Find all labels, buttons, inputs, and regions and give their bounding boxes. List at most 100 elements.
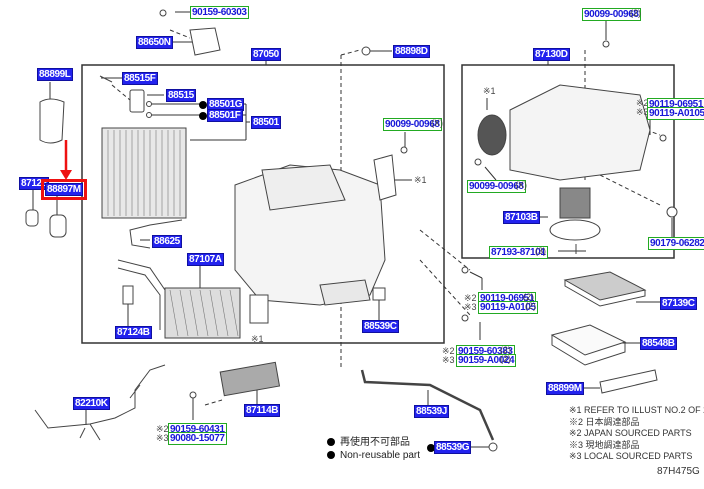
hardware-label-90159-A0024[interactable]: 90159-A0024	[456, 354, 517, 367]
part-illustrations	[25, 9, 678, 452]
non-reusable-marker	[199, 112, 207, 120]
callout-mark3: ※3	[156, 433, 169, 443]
clamp-87124B-drawing	[122, 285, 134, 305]
clip-88898D-drawing	[361, 46, 371, 56]
non-reusable-marker	[199, 101, 207, 109]
part-label-88899L[interactable]: 88899L	[37, 68, 73, 81]
legend-non-reusable-jp: 再使用不可部品	[327, 437, 410, 449]
cover-88899M-drawing	[599, 369, 658, 394]
hardware-label-90080-15077[interactable]: 90080-15077	[168, 432, 227, 445]
part-label-87103B[interactable]: 87103B	[503, 211, 540, 224]
blower-damper-drawing	[477, 114, 507, 156]
part-label-88650N[interactable]: 88650N	[136, 36, 173, 49]
callout-mark2: ※2	[156, 424, 169, 434]
part-label-88501[interactable]: 88501	[251, 116, 281, 129]
quantity-text: (2)	[523, 292, 534, 302]
part-label-87124B[interactable]: 87124B	[115, 326, 152, 339]
part-label-82210K[interactable]: 82210K	[73, 397, 110, 410]
cover-88899L-drawing	[39, 98, 65, 144]
heater-unit-group-frame	[81, 64, 445, 344]
hardware-label-87193-87101[interactable]: 87193-87101	[489, 246, 548, 259]
air-filter-87139C-drawing	[563, 271, 647, 301]
drain-hose-88539J-drawing	[360, 369, 495, 441]
hardware-label-90099-00968-blower[interactable]: 90099-00968	[467, 180, 526, 193]
o-ring-88501F-drawing	[146, 112, 152, 118]
part-label-88539J[interactable]: 88539J	[414, 405, 449, 418]
blower-motor-87103B-drawing	[549, 219, 601, 241]
screw-icon	[189, 391, 197, 399]
screw-icon	[659, 134, 667, 142]
part-label-87107A[interactable]: 87107A	[187, 253, 224, 266]
heater-core-87107A-drawing	[164, 287, 241, 339]
quantity-text: (2)	[500, 354, 511, 364]
bracket-88650N-drawing	[189, 27, 221, 56]
part-label-87139C[interactable]: 87139C	[660, 297, 697, 310]
callout-mark3: ※3	[636, 107, 649, 117]
footnote: ※2 日本調達部品	[569, 416, 640, 427]
part-label-88515F[interactable]: 88515F	[122, 72, 158, 85]
illustration-reference-code: 87H475G	[657, 466, 700, 477]
highlight-arrow	[60, 140, 72, 180]
filter-case-88548B-drawing	[550, 324, 627, 356]
callout-mark3: ※3	[442, 355, 455, 365]
footnote: ※2 JAPAN SOURCED PARTS	[569, 428, 692, 438]
blower-fan-drawing	[559, 187, 591, 219]
callout-mark2: ※2	[636, 98, 649, 108]
part-label-88539G[interactable]: 88539G	[434, 441, 472, 454]
legend-text-en: Non-reusable part	[340, 450, 421, 461]
expansion-valve-88515-drawing	[129, 89, 145, 113]
part-label-88897M-highlighted[interactable]: 88897M	[41, 179, 87, 200]
drain-clip-88539G-drawing	[488, 442, 498, 452]
callout-ref1-damper: ※1	[483, 86, 496, 96]
hardware-label-90119-A0105-top[interactable]: 90119-A0105	[647, 107, 704, 120]
duct-87114B-drawing	[219, 361, 281, 397]
callout-ref1-servo: ※1	[414, 175, 427, 185]
o-ring-88501G-drawing	[146, 101, 152, 107]
part-label-87130D[interactable]: 87130D	[533, 48, 570, 61]
nut-icon	[666, 206, 678, 218]
thermistor-88625-drawing	[129, 219, 183, 249]
callout-mark2: ※2	[464, 293, 477, 303]
screw-icon	[602, 40, 610, 48]
grommet-87128-drawing	[25, 209, 39, 227]
part-label-88625[interactable]: 88625	[152, 235, 182, 248]
quantity-text: (X)	[431, 118, 443, 128]
part-label-88515[interactable]: 88515	[166, 89, 196, 102]
quantity-text: (2)	[500, 345, 511, 355]
non-reusable-marker	[427, 444, 435, 452]
screw-icon	[400, 146, 408, 154]
footnotes: ※1 REFER TO ILLUST NO.2 OF 2 ※2 日本調達部品 ※…	[569, 405, 704, 463]
quantity-text: (2)	[525, 301, 536, 311]
hardware-label-90179-06282[interactable]: 90179-06282	[648, 237, 704, 250]
callout-ref1-actuator: ※1	[251, 334, 264, 344]
blower-unit-group-frame	[461, 64, 675, 259]
hardware-label-90159-60303[interactable]: 90159-60303	[190, 6, 249, 19]
callout-mark3: ※3	[464, 302, 477, 312]
bullet-icon	[327, 451, 335, 459]
bullet-icon	[327, 438, 335, 446]
legend-non-reusable-en: Non-reusable part	[327, 450, 420, 462]
mode-servo-drawing	[373, 154, 397, 201]
quantity-text: (3)	[535, 246, 546, 256]
part-label-88539C[interactable]: 88539C	[362, 320, 399, 333]
grommet-88897M-drawing	[49, 214, 67, 238]
screw-icon	[461, 266, 469, 274]
callout-mark2: ※2	[442, 346, 455, 356]
footnote: ※1 REFER TO ILLUST NO.2 OF 2	[569, 405, 704, 415]
hardware-label-90119-A0105-mid[interactable]: 90119-A0105	[478, 301, 538, 314]
part-label-87114B[interactable]: 87114B	[244, 404, 281, 417]
part-label-88898D[interactable]: 88898D	[393, 45, 430, 58]
part-label-88899M[interactable]: 88899M	[546, 382, 584, 395]
screw-icon	[461, 314, 469, 322]
blower-housing-drawing	[509, 84, 651, 181]
part-label-88501F[interactable]: 88501F	[207, 109, 243, 122]
footnote: ※3 LOCAL SOURCED PARTS	[569, 451, 693, 461]
hardware-label-90099-00968-top[interactable]: 90099-00968	[582, 8, 641, 21]
part-label-88548B[interactable]: 88548B	[640, 337, 677, 350]
hardware-label-90099-00968-mid[interactable]: 90099-00968	[383, 118, 442, 131]
screw-icon	[474, 158, 482, 166]
screw-icon	[159, 9, 167, 17]
quantity-text: (2)	[630, 8, 641, 18]
part-label-87050[interactable]: 87050	[251, 48, 281, 61]
